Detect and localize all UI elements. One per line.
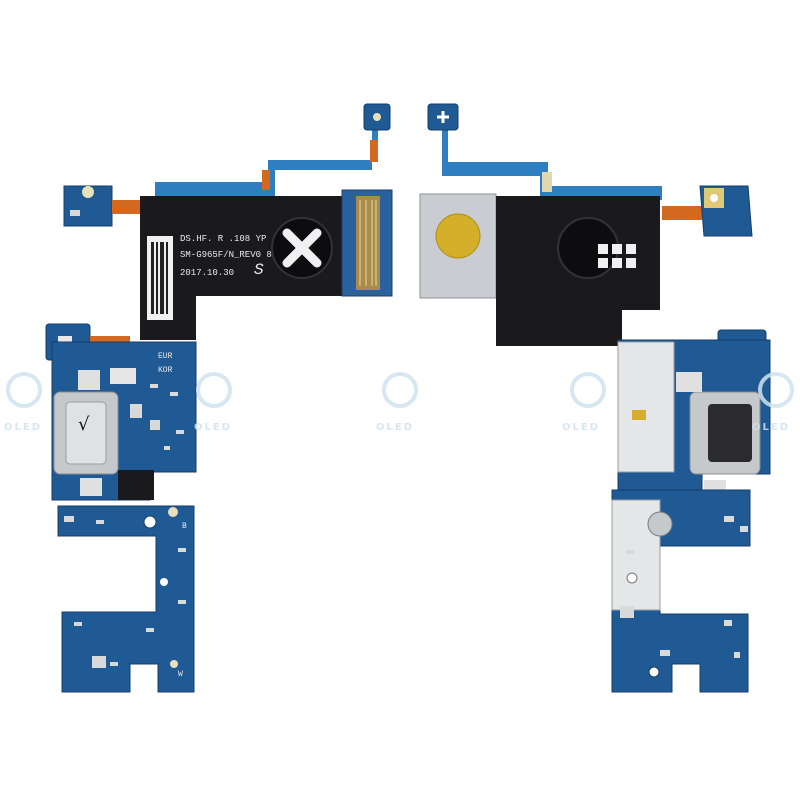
vibration-motor — [647, 511, 673, 537]
watermark-text: OLED — [376, 422, 414, 433]
svg-text:√: √ — [78, 414, 90, 435]
watermark-logo-3: OLED — [376, 372, 418, 433]
watermark-text: OLED — [562, 422, 600, 433]
watermark-text: OLED — [4, 422, 42, 433]
left-flex-assembly: DS.HF. R .108 YP SM-G965F/N_REV0 8 2017.… — [45, 103, 393, 693]
watermark-logo-4: OLED — [562, 372, 606, 433]
gold-sticker — [435, 213, 481, 259]
watermark-text: OLED — [194, 422, 232, 433]
right-top-ribbon — [442, 128, 662, 200]
samsung-s-logo: S — [254, 261, 264, 279]
watermark-logo-2: OLED — [194, 372, 232, 433]
left-pcb-lower — [57, 505, 195, 693]
watermark-text: OLED — [752, 422, 790, 433]
silkscreen-line-3: 2017.10.30 — [180, 268, 234, 278]
region-mark-eur: EUR — [158, 352, 173, 361]
right-flex-assembly — [419, 103, 771, 693]
watermark-logo-1: OLED — [4, 372, 42, 433]
board-mark-b: B — [182, 522, 187, 531]
board-mark-w: W — [178, 670, 183, 679]
watermark-logo-5: OLED — [752, 372, 794, 433]
silkscreen-line-1: DS.HF. R .108 YP — [180, 234, 266, 244]
silkscreen-line-2: SM-G965F/N_REV0 8 — [180, 250, 272, 260]
region-mark-kor: KOR — [158, 366, 173, 375]
watermark-group: OLED OLED OLED OLED OLED — [4, 372, 794, 433]
